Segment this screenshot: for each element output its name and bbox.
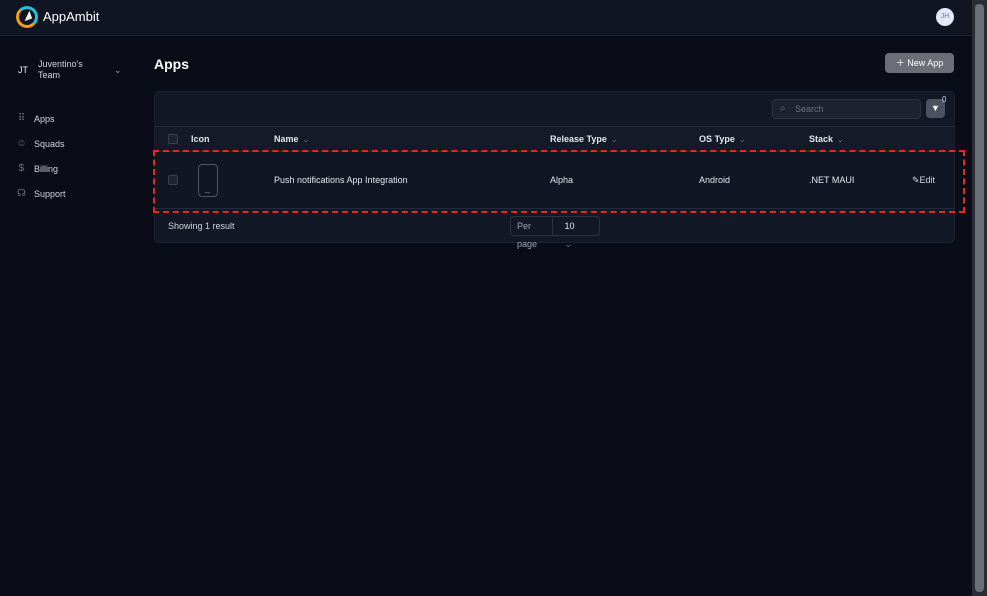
page-title: Apps — [154, 56, 189, 72]
filter-icon: ▼ — [931, 103, 940, 113]
row-checkbox[interactable] — [168, 175, 178, 185]
select-all-checkbox[interactable] — [168, 134, 178, 144]
highlight-box — [153, 150, 965, 213]
search-input[interactable]: ⌕ Search — [772, 99, 921, 119]
dollar-icon: $ — [18, 163, 25, 174]
chevron-down-icon: ⌄ — [564, 239, 573, 249]
per-page-select[interactable]: Per page 10 ⌄ — [510, 216, 600, 249]
column-label: Release Type — [550, 134, 607, 144]
column-label: Name — [274, 134, 299, 144]
users-icon: ☺ — [16, 138, 27, 149]
stack: .NET MAUI — [809, 175, 855, 185]
appambit-logo-icon[interactable] — [16, 6, 38, 28]
column-stack[interactable]: Stack⌄ — [809, 127, 844, 151]
column-icon: Icon — [191, 134, 210, 144]
sidebar-nav: ⠿ Apps ☺ Squads $ Billing ☊ Support — [16, 106, 66, 206]
top-bar: AppAmbit JH — [0, 0, 972, 36]
chevron-down-icon: ⌄ — [738, 134, 746, 144]
chevron-down-icon: ⌄ — [610, 134, 618, 144]
edit-label: Edit — [919, 175, 936, 185]
search-placeholder: Search — [795, 104, 824, 114]
plus-icon: ＋ — [895, 58, 908, 68]
user-avatar[interactable]: JH — [936, 8, 954, 26]
column-label: Stack — [809, 134, 834, 144]
team-selector[interactable]: JT Juventino's Team ⌄ — [18, 59, 122, 81]
sidebar-item-support[interactable]: ☊ Support — [16, 181, 66, 206]
new-app-label: New App — [907, 58, 944, 68]
column-os-type[interactable]: OS Type⌄ — [699, 127, 746, 151]
headset-icon: ☊ — [17, 188, 26, 199]
chevron-down-icon: ⌄ — [837, 134, 844, 144]
scrollbar[interactable] — [972, 0, 987, 596]
per-page-value: 10 — [564, 221, 575, 231]
os-type: Android — [699, 175, 731, 185]
grid-icon: ⠿ — [17, 113, 26, 124]
table-header: Icon Name⌄ Release Type⌄ OS Type⌄ Stack⌄ — [155, 126, 954, 152]
sidebar-item-billing[interactable]: $ Billing — [16, 156, 66, 181]
table-row[interactable]: Push notifications App Integration Alpha… — [155, 152, 954, 209]
edit-icon: ✎ — [912, 174, 920, 185]
column-label: OS Type — [699, 134, 735, 144]
sidebar-item-label: Billing — [34, 163, 59, 174]
new-app-button[interactable]: ＋ New App — [885, 53, 954, 73]
filter-button[interactable]: ▼ — [926, 99, 945, 118]
chevron-down-icon: ⌄ — [114, 64, 122, 75]
phone-icon — [198, 163, 218, 197]
result-count: Showing 1 result — [168, 221, 235, 231]
search-icon: ⌕ — [780, 103, 786, 114]
column-release-type[interactable]: Release Type⌄ — [550, 127, 618, 151]
filter-count-badge: 0 — [942, 95, 947, 104]
team-name: Juventino's Team — [38, 59, 83, 80]
sidebar-item-apps[interactable]: ⠿ Apps — [16, 106, 66, 131]
sidebar-item-label: Apps — [34, 113, 55, 124]
release-type: Alpha — [550, 175, 574, 185]
team-initials: JT — [18, 65, 28, 75]
chevron-down-icon: ⌄ — [302, 134, 310, 144]
sidebar-item-label: Squads — [34, 138, 65, 149]
sidebar-item-label: Support — [34, 188, 66, 199]
scrollbar-thumb[interactable] — [975, 4, 984, 592]
brand-name: AppAmbit — [43, 9, 100, 24]
sidebar-item-squads[interactable]: ☺ Squads — [16, 131, 66, 156]
edit-button[interactable]: ✎ Edit — [912, 152, 935, 208]
app-name[interactable]: Push notifications App Integration — [274, 175, 408, 185]
column-name[interactable]: Name⌄ — [274, 127, 309, 151]
per-page-label: Per page — [517, 221, 538, 249]
